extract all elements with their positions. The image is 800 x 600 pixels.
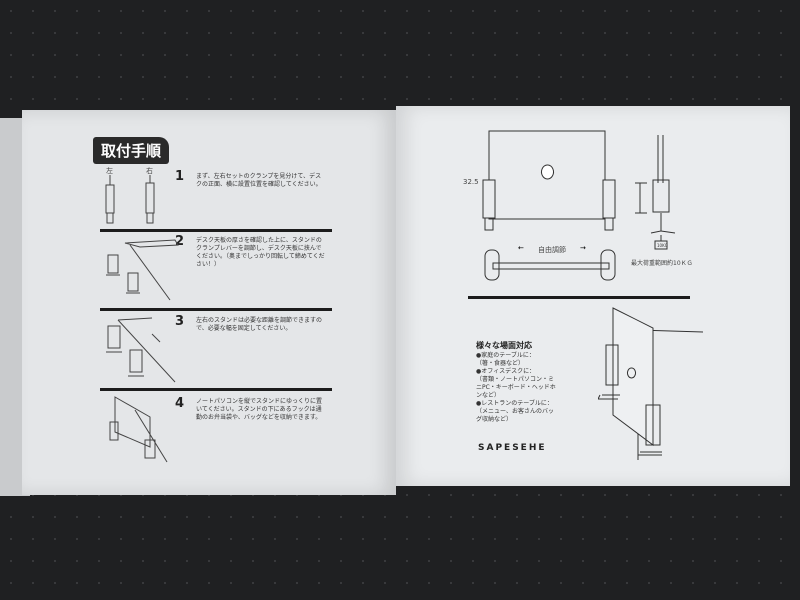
divider <box>100 308 332 311</box>
step-1-number: 1 <box>175 169 185 184</box>
scene-line: ●レストランのテーブルに： <box>476 400 553 407</box>
step-1-text: まず、左右セットのクランプを見分けて、デスクの正面、横に設置位置を確認してくださ… <box>196 173 322 188</box>
divider <box>468 296 690 299</box>
step-2-text: デスク天板の厚さを確認した上に、スタンドのクランプレバーを調節し、デスク天板に挟… <box>196 237 325 268</box>
divider <box>100 229 332 232</box>
left-label: 左 <box>106 167 113 175</box>
scene-line: （メニュー、お客さんのバッグ収納など） <box>476 408 554 423</box>
max-load-label: 最大荷重範囲約10ＫＧ <box>631 260 693 267</box>
scenes-title: 様々な場面対応 <box>476 341 532 350</box>
weight-tag: 10KG <box>657 243 668 248</box>
product-dimension-illustration <box>482 130 676 281</box>
arrow-left-icon: ← <box>518 244 524 252</box>
step-2-number: 2 <box>175 234 185 249</box>
adjust-label: 自由調節 <box>538 246 566 254</box>
right-label: 右 <box>146 167 153 175</box>
page-title: 取付手順 <box>93 137 170 164</box>
step-3-number: 3 <box>175 314 185 329</box>
brand-logo: SAPESEHE <box>478 443 547 453</box>
scene-line: （箸・食器など） <box>476 360 525 367</box>
divider <box>100 388 332 391</box>
arrow-right-icon: → <box>580 244 586 252</box>
usage-illustration <box>598 307 704 460</box>
step-2-illustration <box>106 239 179 301</box>
step-4-illustration <box>109 396 168 463</box>
scene-line: （書類・ノートパソコン・ミニPC・キーボード・ヘッドホンなど） <box>476 376 556 399</box>
scene-line: ●家庭のテーブルに： <box>476 352 535 359</box>
clamp-pair-illustration <box>105 175 155 224</box>
scene-line: ●オフィスデスクに： <box>476 368 536 375</box>
step-3-text: 左右のスタンドは必要な距離を調節できますので、必要な幅を固定してください。 <box>196 317 323 332</box>
step-4-number: 4 <box>175 396 185 411</box>
step-4-text: ノートパソコンを縦でスタンドにゆっくりに置いてください。スタンドの下にあるフック… <box>196 398 323 421</box>
dimension-label: 32.5 <box>463 178 479 186</box>
left-page <box>22 110 396 495</box>
step-3-illustration <box>106 317 176 383</box>
